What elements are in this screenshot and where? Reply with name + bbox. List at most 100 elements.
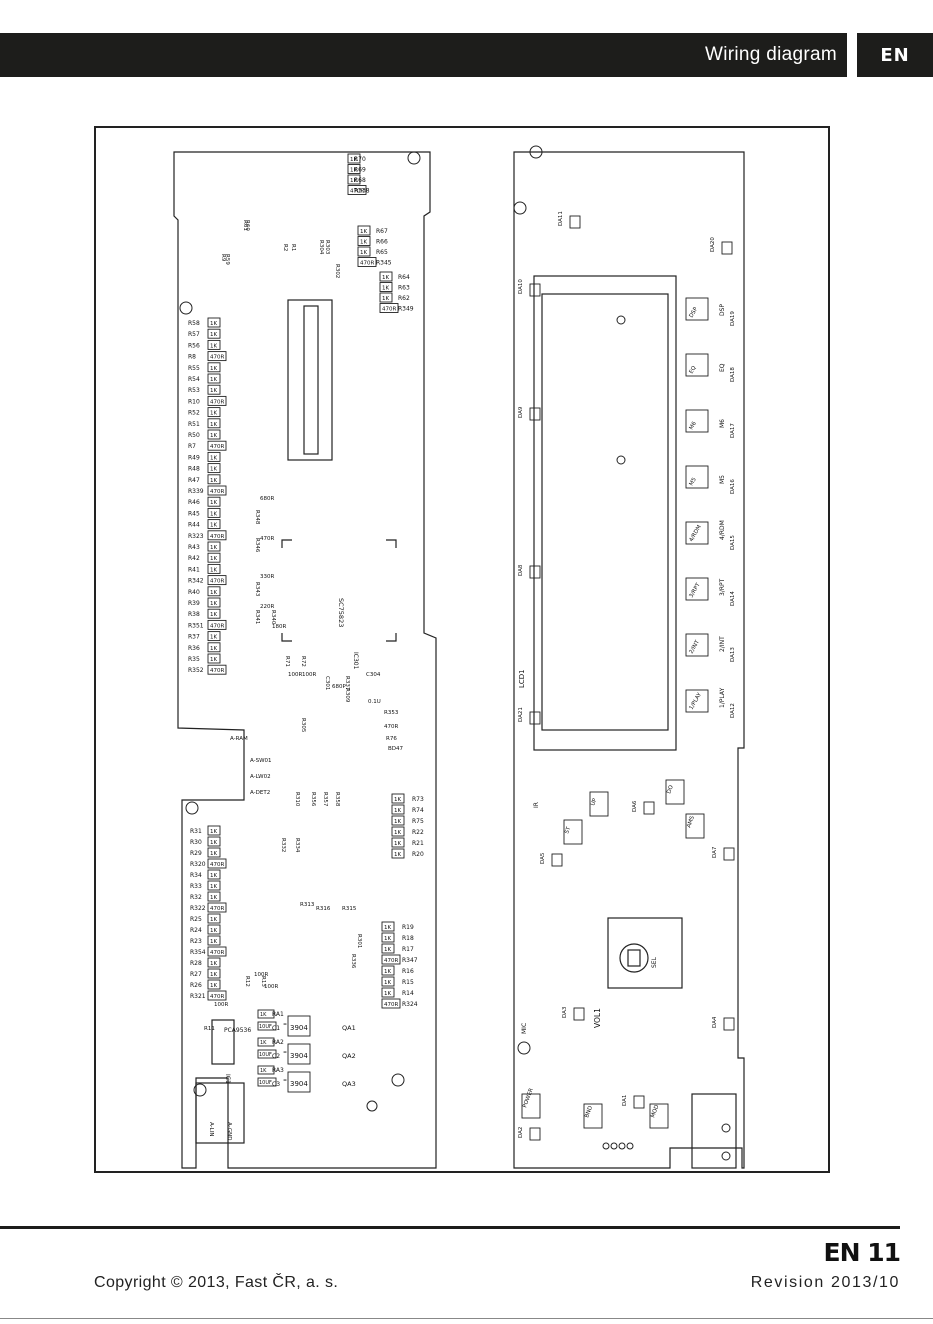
ir-label: IR xyxy=(533,802,540,808)
misc-label: R316 xyxy=(316,906,331,912)
lower-left-resistor-ref: R25 xyxy=(190,916,202,923)
lower-right-resistor-pad xyxy=(391,837,405,848)
button-pad xyxy=(685,521,709,545)
left-resistor-pad xyxy=(207,530,227,541)
lower-button-label: POWER xyxy=(522,1087,535,1108)
button-side-label: 1/PLAY xyxy=(719,687,726,708)
misc-label: R313 xyxy=(300,902,315,908)
button-label: 3/RPT xyxy=(689,582,702,599)
lower-left-resistor-value: 470R xyxy=(210,950,224,956)
misc-label: 220R xyxy=(260,604,274,610)
misc-label: A-RAM xyxy=(230,736,248,742)
misc-label: R303 xyxy=(324,240,330,255)
lower-right-resistor-ref: R347 xyxy=(402,957,418,964)
button-pad xyxy=(685,633,709,657)
lower-left-resistor-ref: R34 xyxy=(190,872,202,879)
misc-label: 100R xyxy=(264,984,278,990)
left-resistor-ref: R351 xyxy=(188,622,204,629)
da-label: DA11 xyxy=(558,211,564,226)
left-resistor-ref: R43 xyxy=(188,544,200,551)
left-resistor-pad xyxy=(207,608,221,619)
left-resistor-value: 470R xyxy=(210,355,224,361)
misc-label: R309 xyxy=(344,688,350,703)
top-resistor-ref: R68 xyxy=(354,177,366,184)
button-side-label: 2/INT xyxy=(719,636,726,652)
cap-ref: C2 xyxy=(272,1053,280,1060)
top-resistor-value: 1K xyxy=(350,157,357,163)
mid-resistor-pad xyxy=(357,246,371,257)
button-da-label: DA18 xyxy=(730,367,736,382)
indicator-pad xyxy=(551,853,563,867)
lower-left-resistor-ref: R26 xyxy=(190,982,202,989)
cap-resistor-value: 1K xyxy=(260,1040,267,1046)
left-resistor-value: 1K xyxy=(210,657,217,663)
ic1-label: PCA9536 xyxy=(224,1027,251,1034)
mid-resistor-ref: R66 xyxy=(376,239,388,246)
lower-right-resistor-pad xyxy=(381,943,395,954)
left-resistor-pad xyxy=(207,384,221,395)
lower-button-pad xyxy=(589,791,609,817)
button-pad xyxy=(685,465,709,489)
misc-label: R71 xyxy=(284,656,290,667)
lower-right-resistor-pad xyxy=(381,998,401,1009)
left-resistor-ref: R45 xyxy=(188,510,200,517)
left-resistor-value: 1K xyxy=(210,511,217,517)
lower-left-resistor-pad xyxy=(207,935,221,946)
lower-right-resistor-pad xyxy=(391,815,405,826)
revision: Revision 2013/10 xyxy=(750,1274,900,1291)
left-resistor-ref: R339 xyxy=(188,488,204,495)
lower-left-resistor-ref: R29 xyxy=(190,850,202,857)
right-resistor-value: 1K xyxy=(382,275,389,281)
left-resistor-ref: R41 xyxy=(188,566,200,573)
left-resistor-value: 1K xyxy=(210,422,217,428)
left-resistor-pad xyxy=(207,362,221,373)
misc-label: R341 xyxy=(254,610,260,624)
left-resistor-pad xyxy=(207,619,227,630)
left-resistor-ref: R37 xyxy=(188,634,200,641)
left-resistor-pad xyxy=(207,474,221,485)
lower-right-resistor-value: 1K xyxy=(394,841,401,847)
cap-value: 10UF xyxy=(259,1024,272,1030)
lcd-label: LCD1 xyxy=(518,669,526,688)
ra-ref: RA1 xyxy=(272,1011,284,1018)
lower-left-resistor-pad xyxy=(207,968,221,979)
lower-left-resistor-value: 1K xyxy=(210,939,217,945)
da-label: DA5 xyxy=(540,852,546,864)
lower-left-resistor-pad xyxy=(207,869,221,880)
lower-button-label: UP xyxy=(590,797,598,807)
top-resistor-value: 470R xyxy=(350,189,364,195)
mid-resistor-pad xyxy=(357,225,371,236)
da-label: DA20 xyxy=(710,237,716,252)
left-resistor-ref: R54 xyxy=(188,376,200,383)
left-resistor-pad xyxy=(207,541,221,552)
left-resistor-pad xyxy=(207,407,221,418)
transistor-ref: QA2 xyxy=(342,1052,356,1060)
left-resistor-value: 470R xyxy=(210,444,224,450)
left-resistor-ref: R38 xyxy=(188,611,200,618)
da-label: DA10 xyxy=(518,279,524,294)
misc-label: 180R xyxy=(272,624,286,630)
left-resistor-value: 1K xyxy=(210,455,217,461)
left-resistor-value: 470R xyxy=(210,579,224,585)
left-resistor-ref: R49 xyxy=(188,454,200,461)
left-resistor-ref: R36 xyxy=(188,645,200,652)
left-resistor-ref: R39 xyxy=(188,600,200,607)
lower-right-resistor-ref: R73 xyxy=(412,796,424,803)
left-resistor-ref: R342 xyxy=(188,578,204,585)
da-label: DA6 xyxy=(632,800,638,812)
left-resistor-value: 1K xyxy=(210,366,217,372)
lower-left-resistor-value: 1K xyxy=(210,829,217,835)
misc-label: R301 xyxy=(356,934,362,948)
lower-left-resistor-pad xyxy=(207,990,227,1001)
ra-ref: RA3 xyxy=(272,1067,284,1074)
right-resistor-ref: R349 xyxy=(398,306,414,313)
left-resistor-ref: R46 xyxy=(188,499,200,506)
lower-left-resistor-value: 1K xyxy=(210,851,217,857)
misc-label: R11 xyxy=(204,1026,215,1032)
left-resistor-pad xyxy=(207,519,221,530)
mid-resistor-ref: R67 xyxy=(376,228,388,235)
lower-button-pad xyxy=(665,779,685,805)
misc-label: R315 xyxy=(342,906,357,912)
misc-label: A-SW01 xyxy=(250,758,272,764)
lower-left-resistor-value: 1K xyxy=(210,928,217,934)
